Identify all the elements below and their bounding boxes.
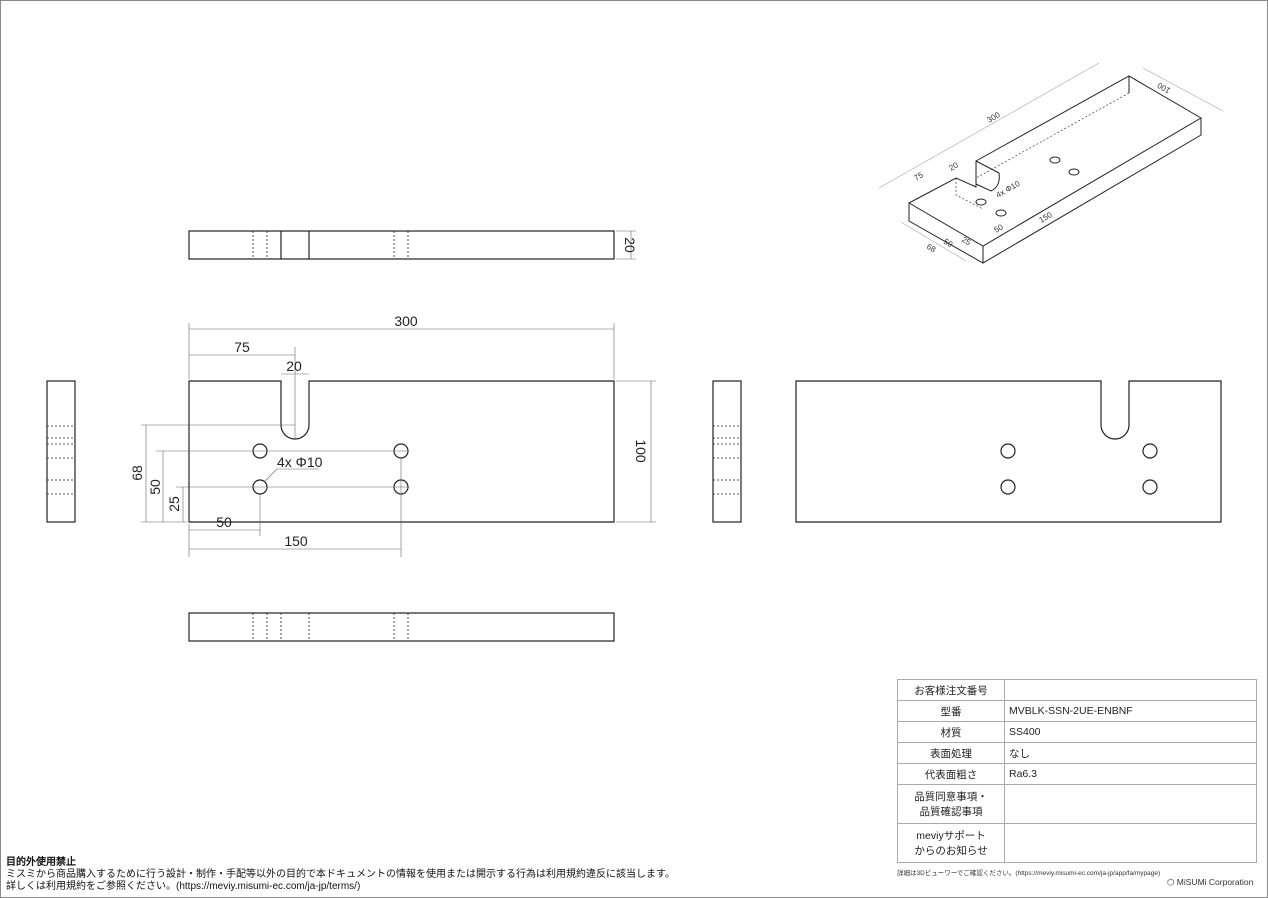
row-value <box>1004 784 1257 824</box>
row-value: Ra6.3 <box>1004 763 1257 785</box>
rear-view <box>795 380 1222 523</box>
dim-50: 50 <box>147 479 163 495</box>
dim-slot-width: 20 <box>286 358 302 374</box>
title-block-row: お客様注文番号 <box>897 679 1257 701</box>
row-value: SS400 <box>1004 721 1257 743</box>
iso-dim-25: 25 <box>960 235 973 248</box>
title-block-row: meviyサポート からのお知らせ <box>897 823 1257 863</box>
dim-thickness: 20 <box>622 237 638 253</box>
right-side-view <box>712 380 742 523</box>
row-value <box>1004 823 1257 863</box>
dim-25: 25 <box>166 496 182 512</box>
row-value: なし <box>1004 742 1257 764</box>
iso-dim-length: 300 <box>986 110 1003 125</box>
dim-length: 300 <box>394 313 418 329</box>
row-label: 品質同意事項・ 品質確認事項 <box>897 784 1005 824</box>
dim-slot-pos: 75 <box>234 339 250 355</box>
company-logo: ⬡ MiSUMi Corporation <box>1167 877 1253 888</box>
dim-68: 68 <box>129 465 145 481</box>
left-side-view <box>46 380 76 523</box>
dim-height: 100 <box>633 439 649 463</box>
iso-dim-20: 20 <box>948 160 961 173</box>
warning-title: 目的外使用禁止 <box>6 857 76 868</box>
dim-hole-x2: 150 <box>284 533 308 549</box>
front-view: 300 75 20 100 68 50 25 50 150 4x Φ10 <box>129 313 656 557</box>
title-block-row: 表面処理なし <box>897 742 1257 764</box>
warning-line-1: ミスミから商品購入するために行う設計・制作・手配等以外の目的で本ドキュメントの情… <box>6 869 675 880</box>
row-label: お客様注文番号 <box>897 679 1005 701</box>
dim-holes: 4x Φ10 <box>277 454 323 470</box>
row-label: 表面処理 <box>897 742 1005 764</box>
iso-dim-68: 68 <box>925 242 938 255</box>
cube-icon: ⬡ <box>1167 877 1175 887</box>
dim-hole-x1: 50 <box>216 514 232 530</box>
row-label: meviyサポート からのお知らせ <box>897 823 1005 863</box>
viewer-note: 詳細は3Dビューワーでご確認ください。(https://meviy.misumi… <box>897 870 1161 877</box>
row-label: 材質 <box>897 721 1005 743</box>
warning-line-2: 詳しくは利用規約をご参照ください。(https://meviy.misumi-e… <box>6 881 361 892</box>
title-block-row: 品質同意事項・ 品質確認事項 <box>897 784 1257 824</box>
usage-warning: 目的外使用禁止 ミスミから商品購入するために行う設計・制作・手配等以外の目的で本… <box>6 857 675 893</box>
top-view: 20 <box>188 230 638 260</box>
bottom-view <box>188 612 615 642</box>
row-label: 型番 <box>897 700 1005 722</box>
row-value: MVBLK-SSN-2UE-ENBNF <box>1004 700 1257 722</box>
row-value <box>1004 679 1257 701</box>
iso-dim-50b: 50 <box>993 222 1006 235</box>
company-name: MiSUMi Corporation <box>1176 877 1254 887</box>
isometric-view: 300 100 75 20 4x Φ10 150 68 50 25 50 <box>878 62 1224 264</box>
iso-dim-75: 75 <box>913 170 926 183</box>
row-label: 代表面粗さ <box>897 763 1005 785</box>
